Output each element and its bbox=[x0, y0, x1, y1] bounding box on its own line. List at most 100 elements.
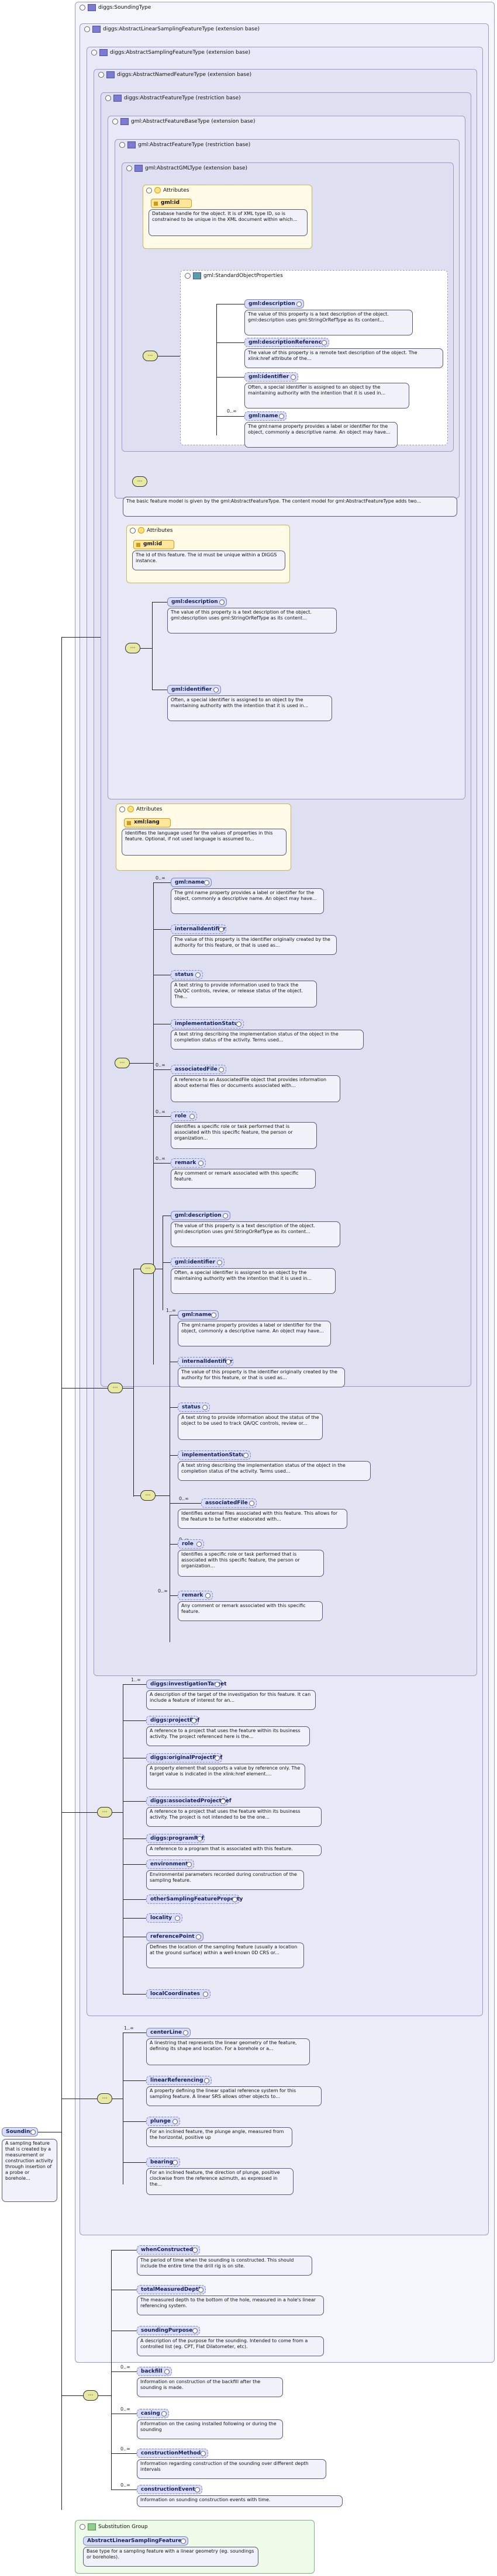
element-locality[interactable]: locality bbox=[146, 1913, 182, 1923]
element-plunge[interactable]: plunge bbox=[146, 2117, 180, 2126]
sequence-icon: ⋯ bbox=[125, 643, 140, 653]
element-linear-referencing[interactable]: linearReferencing bbox=[146, 2076, 212, 2085]
element-project-ref[interactable]: diggs:projectRef bbox=[146, 1716, 199, 1725]
attribute-gml-id-doc: Database handle for the object. It is of… bbox=[149, 209, 308, 236]
attributes-header[interactable]: Attributes bbox=[119, 806, 162, 812]
element-when-constructed[interactable]: whenConstructed bbox=[137, 2245, 200, 2255]
frame-header-gml-gml-type[interactable]: gml:AbstractGMLType (extension base) bbox=[124, 162, 247, 174]
expand-icon[interactable] bbox=[84, 26, 90, 32]
frame-title: gml:AbstractFeatureBaseType (extension b… bbox=[131, 119, 256, 124]
element-gml-identifier-choice[interactable]: gml:identifier bbox=[171, 1258, 225, 1267]
expand-icon[interactable] bbox=[119, 142, 125, 148]
element-gml-identifier[interactable]: gml:identifier bbox=[244, 372, 298, 382]
frame-header-gml-feature-restr[interactable]: gml:AbstractFeatureType (restriction bas… bbox=[117, 139, 250, 151]
connector bbox=[140, 648, 152, 649]
element-sounding-purpose[interactable]: soundingPurpose bbox=[137, 2326, 200, 2335]
element-abstract-linear-sampling-feature[interactable]: AbstractLinearSamplingFeature bbox=[83, 2536, 188, 2546]
connector bbox=[123, 1801, 146, 1802]
collapse-icon[interactable] bbox=[185, 273, 191, 279]
seq-spine-sounding bbox=[111, 2250, 112, 2490]
element-construction-method[interactable]: constructionMethod bbox=[137, 2449, 208, 2458]
expand-icon[interactable] bbox=[112, 119, 118, 124]
attribute-group-icon bbox=[127, 806, 134, 812]
element-gml-name-choice2[interactable]: gml:name bbox=[178, 1310, 219, 1320]
attribute-xml-lang[interactable]: xml:lang bbox=[124, 818, 171, 827]
expand-icon[interactable] bbox=[126, 165, 132, 171]
element-role[interactable]: role bbox=[171, 1112, 197, 1121]
sequence-icon: ⋯ bbox=[140, 1490, 156, 1501]
frame-header-abstract-named[interactable]: diggs:AbstractNamedFeatureType (extensio… bbox=[96, 69, 251, 81]
collapse-icon[interactable] bbox=[80, 2524, 85, 2530]
root-element-sounding[interactable]: Sounding bbox=[2, 2127, 38, 2137]
element-backfill[interactable]: backfill bbox=[137, 2367, 172, 2376]
frame-header-gml-feature-base[interactable]: gml:AbstractFeatureBaseType (extension b… bbox=[110, 116, 255, 127]
element-casing[interactable]: casing bbox=[137, 2409, 169, 2418]
substitution-group-header[interactable]: Substitution Group bbox=[77, 2521, 148, 2533]
element-role-choice2[interactable]: role bbox=[178, 1539, 204, 1549]
element-construction-event[interactable]: constructionEvent bbox=[137, 2485, 202, 2494]
element-implementation-status[interactable]: implementationStatus bbox=[171, 1019, 244, 1029]
element-associated-project-ref[interactable]: diggs:associatedProjectRef bbox=[146, 1796, 232, 1806]
element-environment[interactable]: environment bbox=[146, 1860, 194, 1869]
root-doc: A sampling feature that is created by a … bbox=[2, 2139, 57, 2202]
attribute-gml-id[interactable]: gml:id bbox=[151, 199, 192, 208]
element-gml-description-choice[interactable]: gml:description bbox=[171, 1211, 230, 1220]
element-total-measured-depth[interactable]: totalMeasuredDepth bbox=[137, 2285, 206, 2294]
element-casing-doc: Information on the casing installed foll… bbox=[137, 2419, 283, 2439]
element-internal-identifier-choice2[interactable]: internalIdentifier bbox=[178, 1357, 233, 1366]
multiplicity-investigation-target: 1..∞ bbox=[131, 1677, 141, 1682]
group-header-std-props[interactable]: gml:StandardObjectProperties bbox=[182, 270, 283, 282]
root-branch-base bbox=[61, 637, 101, 638]
connector bbox=[130, 1063, 153, 1064]
multiplicity-casing: 0..∞ bbox=[120, 2407, 130, 2412]
element-gml-description-restr[interactable]: gml:description bbox=[167, 597, 227, 607]
element-gml-description[interactable]: gml:description bbox=[244, 299, 304, 309]
element-internal-identifier[interactable]: internalIdentifier bbox=[171, 925, 226, 934]
frame-header-abstract-sampling[interactable]: diggs:AbstractSamplingFeatureType (exten… bbox=[89, 47, 250, 58]
expand-icon[interactable] bbox=[80, 5, 85, 11]
attribute-gml-id-2[interactable]: gml:id bbox=[133, 540, 174, 549]
attributes-header[interactable]: Attributes bbox=[130, 527, 172, 534]
attributes-header[interactable]: Attributes bbox=[146, 187, 189, 193]
frame-header-abstract-linear-sampling[interactable]: diggs:AbstractLinearSamplingFeatureType … bbox=[82, 23, 260, 35]
element-status[interactable]: status bbox=[171, 970, 203, 979]
element-associated-file-choice2[interactable]: associatedFile bbox=[201, 1498, 257, 1508]
seq-spine-std-props bbox=[216, 304, 217, 435]
element-internal-identifier-doc: The value of this property is the identi… bbox=[171, 935, 337, 955]
element-status-choice2[interactable]: status bbox=[178, 1403, 210, 1412]
expand-icon[interactable] bbox=[105, 95, 111, 101]
collapse-icon[interactable] bbox=[130, 527, 136, 534]
expand-icon[interactable] bbox=[98, 72, 104, 78]
connector bbox=[98, 2395, 111, 2396]
element-gml-name-named[interactable]: gml:name bbox=[171, 878, 212, 887]
element-associated-file-doc: A reference to an AssociatedFile object … bbox=[171, 1075, 340, 1102]
feature-base-doc: The basic feature model is given by the … bbox=[123, 497, 457, 517]
element-other-sampling-feature-property[interactable]: otherSamplingFeatureProperty bbox=[146, 1895, 243, 1904]
element-local-coordinates[interactable]: localCoordinates bbox=[146, 1989, 210, 1999]
element-gml-identifier-choice-doc: Often, a special identifier is assigned … bbox=[171, 1268, 336, 1294]
collapse-icon[interactable] bbox=[119, 806, 125, 812]
expand-icon[interactable] bbox=[91, 50, 97, 56]
element-bearing[interactable]: bearing bbox=[146, 2158, 180, 2167]
collapse-icon[interactable] bbox=[146, 187, 152, 193]
element-gml-identifier-restr[interactable]: gml:identifier bbox=[167, 685, 221, 694]
element-associated-file[interactable]: associatedFile bbox=[171, 1065, 226, 1074]
multiplicity-construction-method: 0..∞ bbox=[120, 2446, 130, 2452]
element-gml-description-reference[interactable]: gml:descriptionReference bbox=[244, 338, 329, 347]
complex-type-icon bbox=[120, 118, 129, 125]
frame-header-sounding-type[interactable]: diggs:SoundingType bbox=[77, 2, 151, 13]
element-gml-name[interactable]: gml:name bbox=[244, 411, 287, 421]
element-remark[interactable]: remark bbox=[171, 1158, 206, 1168]
attribute-xml-lang-doc: Identifies the language used for the val… bbox=[122, 829, 287, 856]
element-reference-point[interactable]: referencePoint bbox=[146, 1932, 203, 1941]
element-center-line[interactable]: centerLine bbox=[146, 2028, 191, 2037]
element-remark-choice2[interactable]: remark bbox=[178, 1591, 213, 1600]
frame-header-abstract-feature-restr[interactable]: diggs:AbstractFeatureType (restriction b… bbox=[103, 92, 241, 104]
element-program-ref[interactable]: diggs:programRef bbox=[146, 1834, 205, 1843]
connector bbox=[163, 1262, 171, 1263]
element-original-project-ref[interactable]: diggs:originalProjectRef bbox=[146, 1753, 222, 1763]
complex-type-icon bbox=[92, 26, 101, 33]
connector bbox=[61, 2395, 83, 2396]
element-investigation-target[interactable]: diggs:investigationTarget bbox=[146, 1680, 226, 1689]
element-implementation-status-choice2[interactable]: implementationStatus bbox=[178, 1450, 251, 1460]
